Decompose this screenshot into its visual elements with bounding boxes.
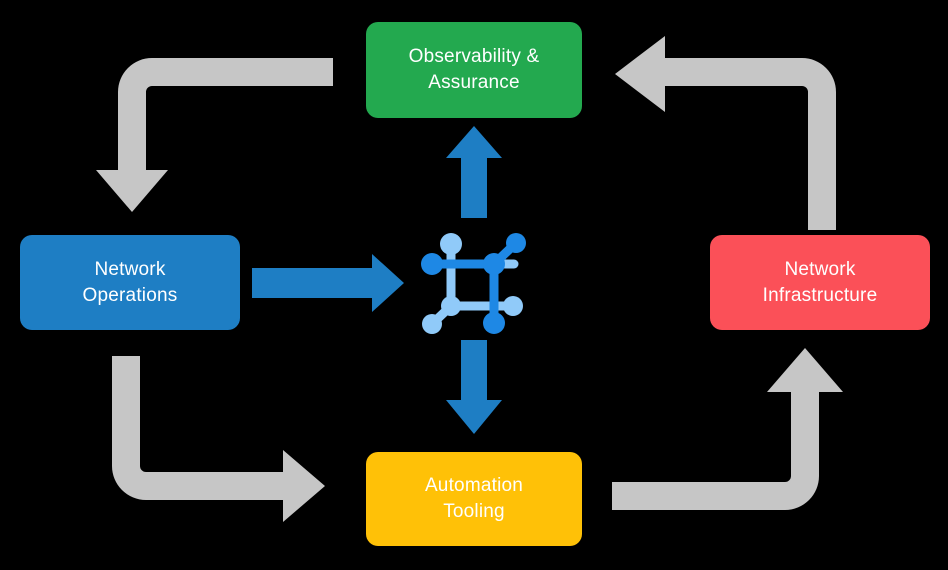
connector-automation-tooling-to-network-infrastructure xyxy=(612,348,843,510)
connector-network-infrastructure-to-observability xyxy=(615,36,836,230)
connector-network-operations-to-automation-tooling xyxy=(112,356,325,522)
connector-center-to-observability xyxy=(446,126,502,218)
node-label-observability-assurance: Observability & Assurance xyxy=(408,46,540,93)
node-label-automation-tooling: Automation Tooling xyxy=(424,475,524,522)
connector-center-to-automation-tooling xyxy=(446,340,502,434)
connector-observability-to-network-operations xyxy=(96,58,333,212)
node-network-operations[interactable]: Network Operations xyxy=(20,235,240,330)
node-automation-tooling[interactable]: Automation Tooling xyxy=(366,452,582,546)
node-network-infrastructure[interactable]: Network Infrastructure xyxy=(710,235,930,330)
node-label-network-operations: Network Operations xyxy=(82,258,178,306)
network-topology-icon xyxy=(421,233,526,334)
node-label-network-infrastructure: Network Infrastructure xyxy=(762,258,878,306)
node-observability-assurance[interactable]: Observability & Assurance xyxy=(366,22,582,118)
connector-network-operations-to-center xyxy=(252,254,404,312)
